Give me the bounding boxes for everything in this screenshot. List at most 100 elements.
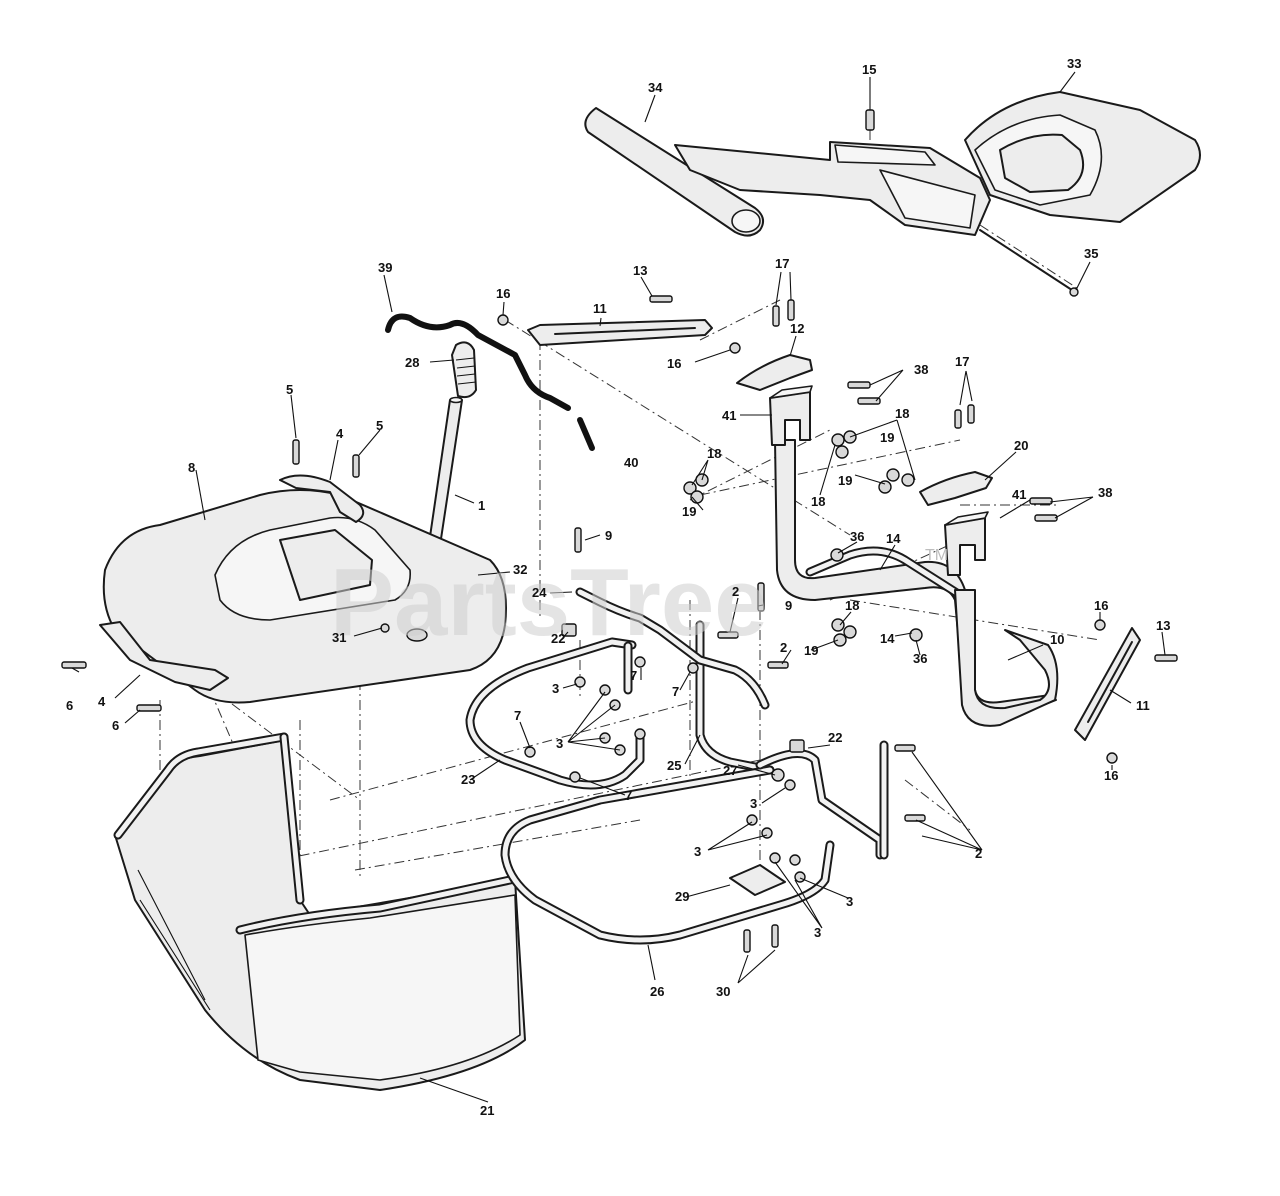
callout-3: 3: [750, 796, 757, 811]
callout-19: 19: [880, 430, 894, 445]
clip-12: [736, 354, 813, 391]
callout-8: 8: [188, 460, 195, 475]
callout-38: 38: [1098, 485, 1112, 500]
callout-31: 31: [332, 630, 346, 645]
callout-14: 14: [880, 631, 895, 646]
callout-41: 41: [722, 408, 736, 423]
callout-2: 2: [975, 846, 982, 861]
callout-17: 17: [775, 256, 789, 271]
callout-17: 17: [955, 354, 969, 369]
grass-catcher-handle-33: [964, 91, 1201, 223]
callout-39: 39: [378, 260, 392, 275]
clip-20: [919, 471, 993, 506]
handle-tube-34: [584, 107, 765, 237]
callouts: 1 2 2 2 3 3 3 3 3 3 4 4 5 5 6 6 7 7 7 7 …: [66, 56, 1170, 1118]
callout-3: 3: [814, 925, 821, 940]
callout-18: 18: [811, 494, 825, 509]
callout-6: 6: [66, 698, 73, 713]
callout-1: 1: [478, 498, 485, 513]
watermark-tm: TM: [925, 547, 948, 564]
callout-25: 25: [667, 758, 681, 773]
callout-33: 33: [1067, 56, 1081, 71]
callout-3: 3: [556, 736, 563, 751]
callout-19: 19: [804, 643, 818, 658]
hardware: [61, 295, 1178, 953]
pin-35: [979, 229, 1079, 297]
callout-2: 2: [780, 640, 787, 655]
leader-lines: [71, 71, 1166, 1103]
pin-15: [865, 109, 875, 131]
callout-22: 22: [551, 631, 565, 646]
callout-18: 18: [845, 598, 859, 613]
callout-7: 7: [514, 708, 521, 723]
cover-8: [102, 489, 507, 704]
callout-9: 9: [785, 598, 792, 613]
bag-frame-rail: [113, 732, 515, 935]
spring-rod-39: [385, 313, 595, 451]
callout-18: 18: [707, 446, 721, 461]
frame-26: [500, 740, 889, 945]
callout-13: 13: [633, 263, 647, 278]
bracket-41-left: [769, 385, 813, 446]
callout-24: 24: [532, 585, 547, 600]
callout-3: 3: [552, 681, 559, 696]
callout-20: 20: [1014, 438, 1028, 453]
callout-5: 5: [286, 382, 293, 397]
strap-11-right: [1074, 627, 1141, 741]
callout-11: 11: [1136, 698, 1150, 713]
callout-16: 16: [1094, 598, 1108, 613]
callout-34: 34: [648, 80, 663, 95]
callout-2: 2: [732, 584, 739, 599]
callout-32: 32: [513, 562, 527, 577]
callout-23: 23: [461, 772, 475, 787]
callout-5: 5: [376, 418, 383, 433]
handle-bracket-arm: [674, 141, 991, 236]
callout-35: 35: [1084, 246, 1098, 261]
callout-22: 22: [828, 730, 842, 745]
callout-9: 9: [605, 528, 612, 543]
callout-41: 41: [1012, 487, 1026, 502]
callout-19: 19: [838, 473, 852, 488]
callout-15: 15: [862, 62, 876, 77]
callout-14: 14: [886, 531, 901, 546]
callout-16: 16: [1104, 768, 1118, 783]
callout-3: 3: [846, 894, 853, 909]
watermark-text: PartsTree: [330, 549, 768, 656]
callout-3: 3: [694, 844, 701, 859]
lift-frame-10: [774, 439, 1057, 726]
grip-28: [451, 341, 477, 399]
callout-12: 12: [790, 321, 804, 336]
callout-7: 7: [630, 668, 637, 683]
callout-16: 16: [667, 356, 681, 371]
callout-29: 29: [675, 889, 689, 904]
tube-14: [805, 546, 965, 600]
callout-7: 7: [672, 684, 679, 699]
callout-18: 18: [895, 406, 909, 421]
callout-26: 26: [650, 984, 664, 999]
callout-28: 28: [405, 355, 419, 370]
frame-23: [465, 637, 645, 790]
callout-38: 38: [914, 362, 928, 377]
callout-30: 30: [716, 984, 730, 999]
callout-27: 27: [723, 763, 737, 778]
hinge-strap-4: [99, 621, 229, 691]
plate-29: [729, 864, 786, 896]
strap-11-top: [527, 319, 713, 346]
callout-36: 36: [850, 529, 864, 544]
callout-16: 16: [496, 286, 510, 301]
callout-21: 21: [480, 1103, 494, 1118]
callout-13: 13: [1156, 618, 1170, 633]
callout-40: 40: [624, 455, 638, 470]
upright-10: [954, 589, 1059, 727]
callout-10: 10: [1050, 632, 1064, 647]
callout-7: 7: [625, 788, 632, 803]
bracket-41-right: [944, 511, 989, 576]
handle-4: [279, 474, 365, 523]
callout-4: 4: [336, 426, 344, 441]
callout-4: 4: [98, 694, 106, 709]
callout-11: 11: [593, 301, 607, 316]
watermark: PartsTree TM: [330, 547, 948, 656]
rod-24: [575, 587, 770, 710]
callout-36: 36: [913, 651, 927, 666]
